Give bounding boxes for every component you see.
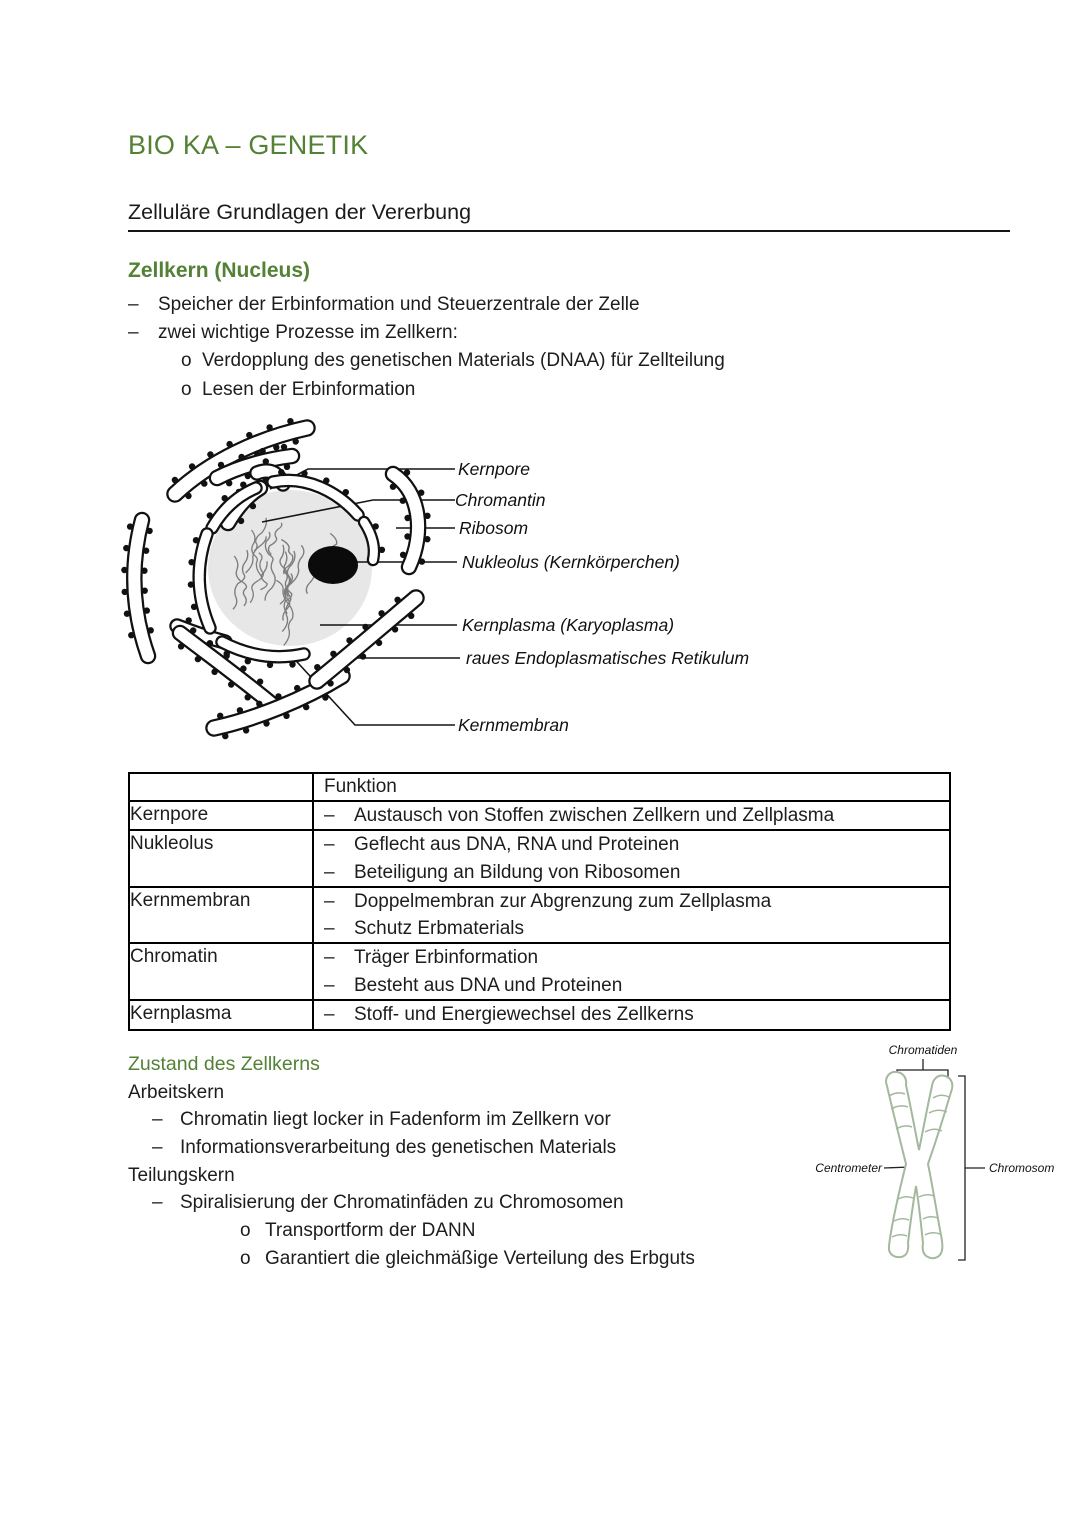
list-subitem: o Transportform der DANN — [240, 1217, 968, 1245]
bullet-dash: – — [152, 1137, 163, 1159]
list-item: – Informationsverarbeitung des genetisch… — [152, 1134, 968, 1162]
zustand-section: Zustand des Zellkerns Arbeitskern – Chro… — [128, 1051, 968, 1273]
zustand-heading: Zustand des Zellkerns — [128, 1053, 320, 1075]
chromosome-bands — [888, 1092, 950, 1238]
diagram-label-kernpore: Kernpore — [458, 459, 530, 479]
list-item: – Chromatin liegt locker in Fadenform im… — [152, 1106, 968, 1134]
list-item: – Spiralisierung der Chromatinfäden zu C… — [152, 1189, 968, 1217]
list-subitem: o Verdopplung des genetischen Materials … — [181, 347, 968, 375]
funktion-table: Funktion Kernpore –Austausch von Stoffen… — [128, 772, 951, 1031]
diagram-label-raues-er: raues Endoplasmatisches Retikulum — [466, 648, 749, 668]
chromatin-squiggles — [232, 517, 338, 646]
list-item: – zwei wichtige Prozesse im Zellkern: — [128, 319, 968, 347]
diagram-label-ribosom: Ribosom — [459, 518, 528, 538]
diagram-label-kernmembran: Kernmembran — [458, 715, 569, 735]
nucleolus — [308, 546, 358, 584]
chromosome-body — [885, 1070, 954, 1260]
bullet-dash: – — [152, 1109, 163, 1131]
bullet-circle: o — [181, 350, 192, 372]
chromosome-label-centrometer: Centrometer — [815, 1161, 883, 1175]
zellkern-bullet-list: – Speicher der Erbinformation und Steuer… — [128, 291, 968, 404]
heading-rule — [128, 230, 1010, 233]
table-cell-empty — [128, 772, 314, 802]
chromosome-label-chromatiden: Chromatiden — [889, 1043, 958, 1057]
table-row: Chromatin –Träger Erbinformation –Besteh… — [128, 942, 951, 1002]
bullet-circle: o — [240, 1247, 251, 1269]
list-item-text: Speicher der Erbinformation und Steuerze… — [158, 294, 640, 315]
zellkern-heading: Zellkern (Nucleus) — [128, 259, 311, 282]
nucleus-body — [208, 490, 372, 646]
table-row: Kernplasma –Stoff- und Energiewechsel de… — [128, 999, 951, 1031]
list-item-text: Verdopplung des genetischen Materials (D… — [202, 350, 725, 372]
chromosome-label-chromosom: Chromosom — [989, 1161, 1054, 1175]
arbeitskern-label: Arbeitskern — [128, 1081, 225, 1103]
page-title: BIO KA – GENETIK — [128, 130, 369, 160]
teilungskern-label: Teilungskern — [128, 1164, 235, 1186]
bullet-circle: o — [240, 1220, 251, 1242]
list-item: – Speicher der Erbinformation und Steuer… — [128, 291, 968, 319]
diagram-label-chromantin: Chromantin — [455, 490, 545, 510]
nucleus-diagram: Kernpore Chromantin Ribosom Nukleolus (K… — [121, 418, 749, 740]
bullet-dash: – — [152, 1192, 163, 1214]
table-row: Nukleolus –Geflecht aus DNA, RNA und Pro… — [128, 829, 951, 888]
bullet-dash: – — [128, 322, 139, 344]
table-row: Kernmembran –Doppelmembran zur Abgrenzun… — [128, 885, 951, 945]
table-row: Kernpore –Austausch von Stoffen zwischen… — [128, 799, 951, 832]
er-tubes — [121, 418, 431, 740]
diagram-label-nukleolus: Nukleolus (Kernkörperchen) — [462, 552, 680, 572]
chromosome-diagram: Chromatiden Centrometer Chromosom — [815, 1043, 1054, 1261]
bullet-circle: o — [181, 378, 192, 400]
list-item-text: zwei wichtige Prozesse im Zellkern: — [158, 322, 458, 344]
diagram-label-kernplasma: Kernplasma (Karyoplasma) — [462, 615, 674, 635]
table-header-funktion: Funktion — [312, 772, 951, 802]
table-header-row: Funktion — [128, 772, 951, 802]
list-item-text: Lesen der Erbinformation — [202, 378, 416, 400]
list-subitem: o Lesen der Erbinformation — [181, 376, 968, 404]
bullet-dash: – — [128, 294, 139, 315]
list-subitem: o Garantiert die gleichmäßige Verteilung… — [240, 1245, 968, 1273]
section-heading: Zelluläre Grundlagen der Vererbung — [128, 200, 472, 224]
